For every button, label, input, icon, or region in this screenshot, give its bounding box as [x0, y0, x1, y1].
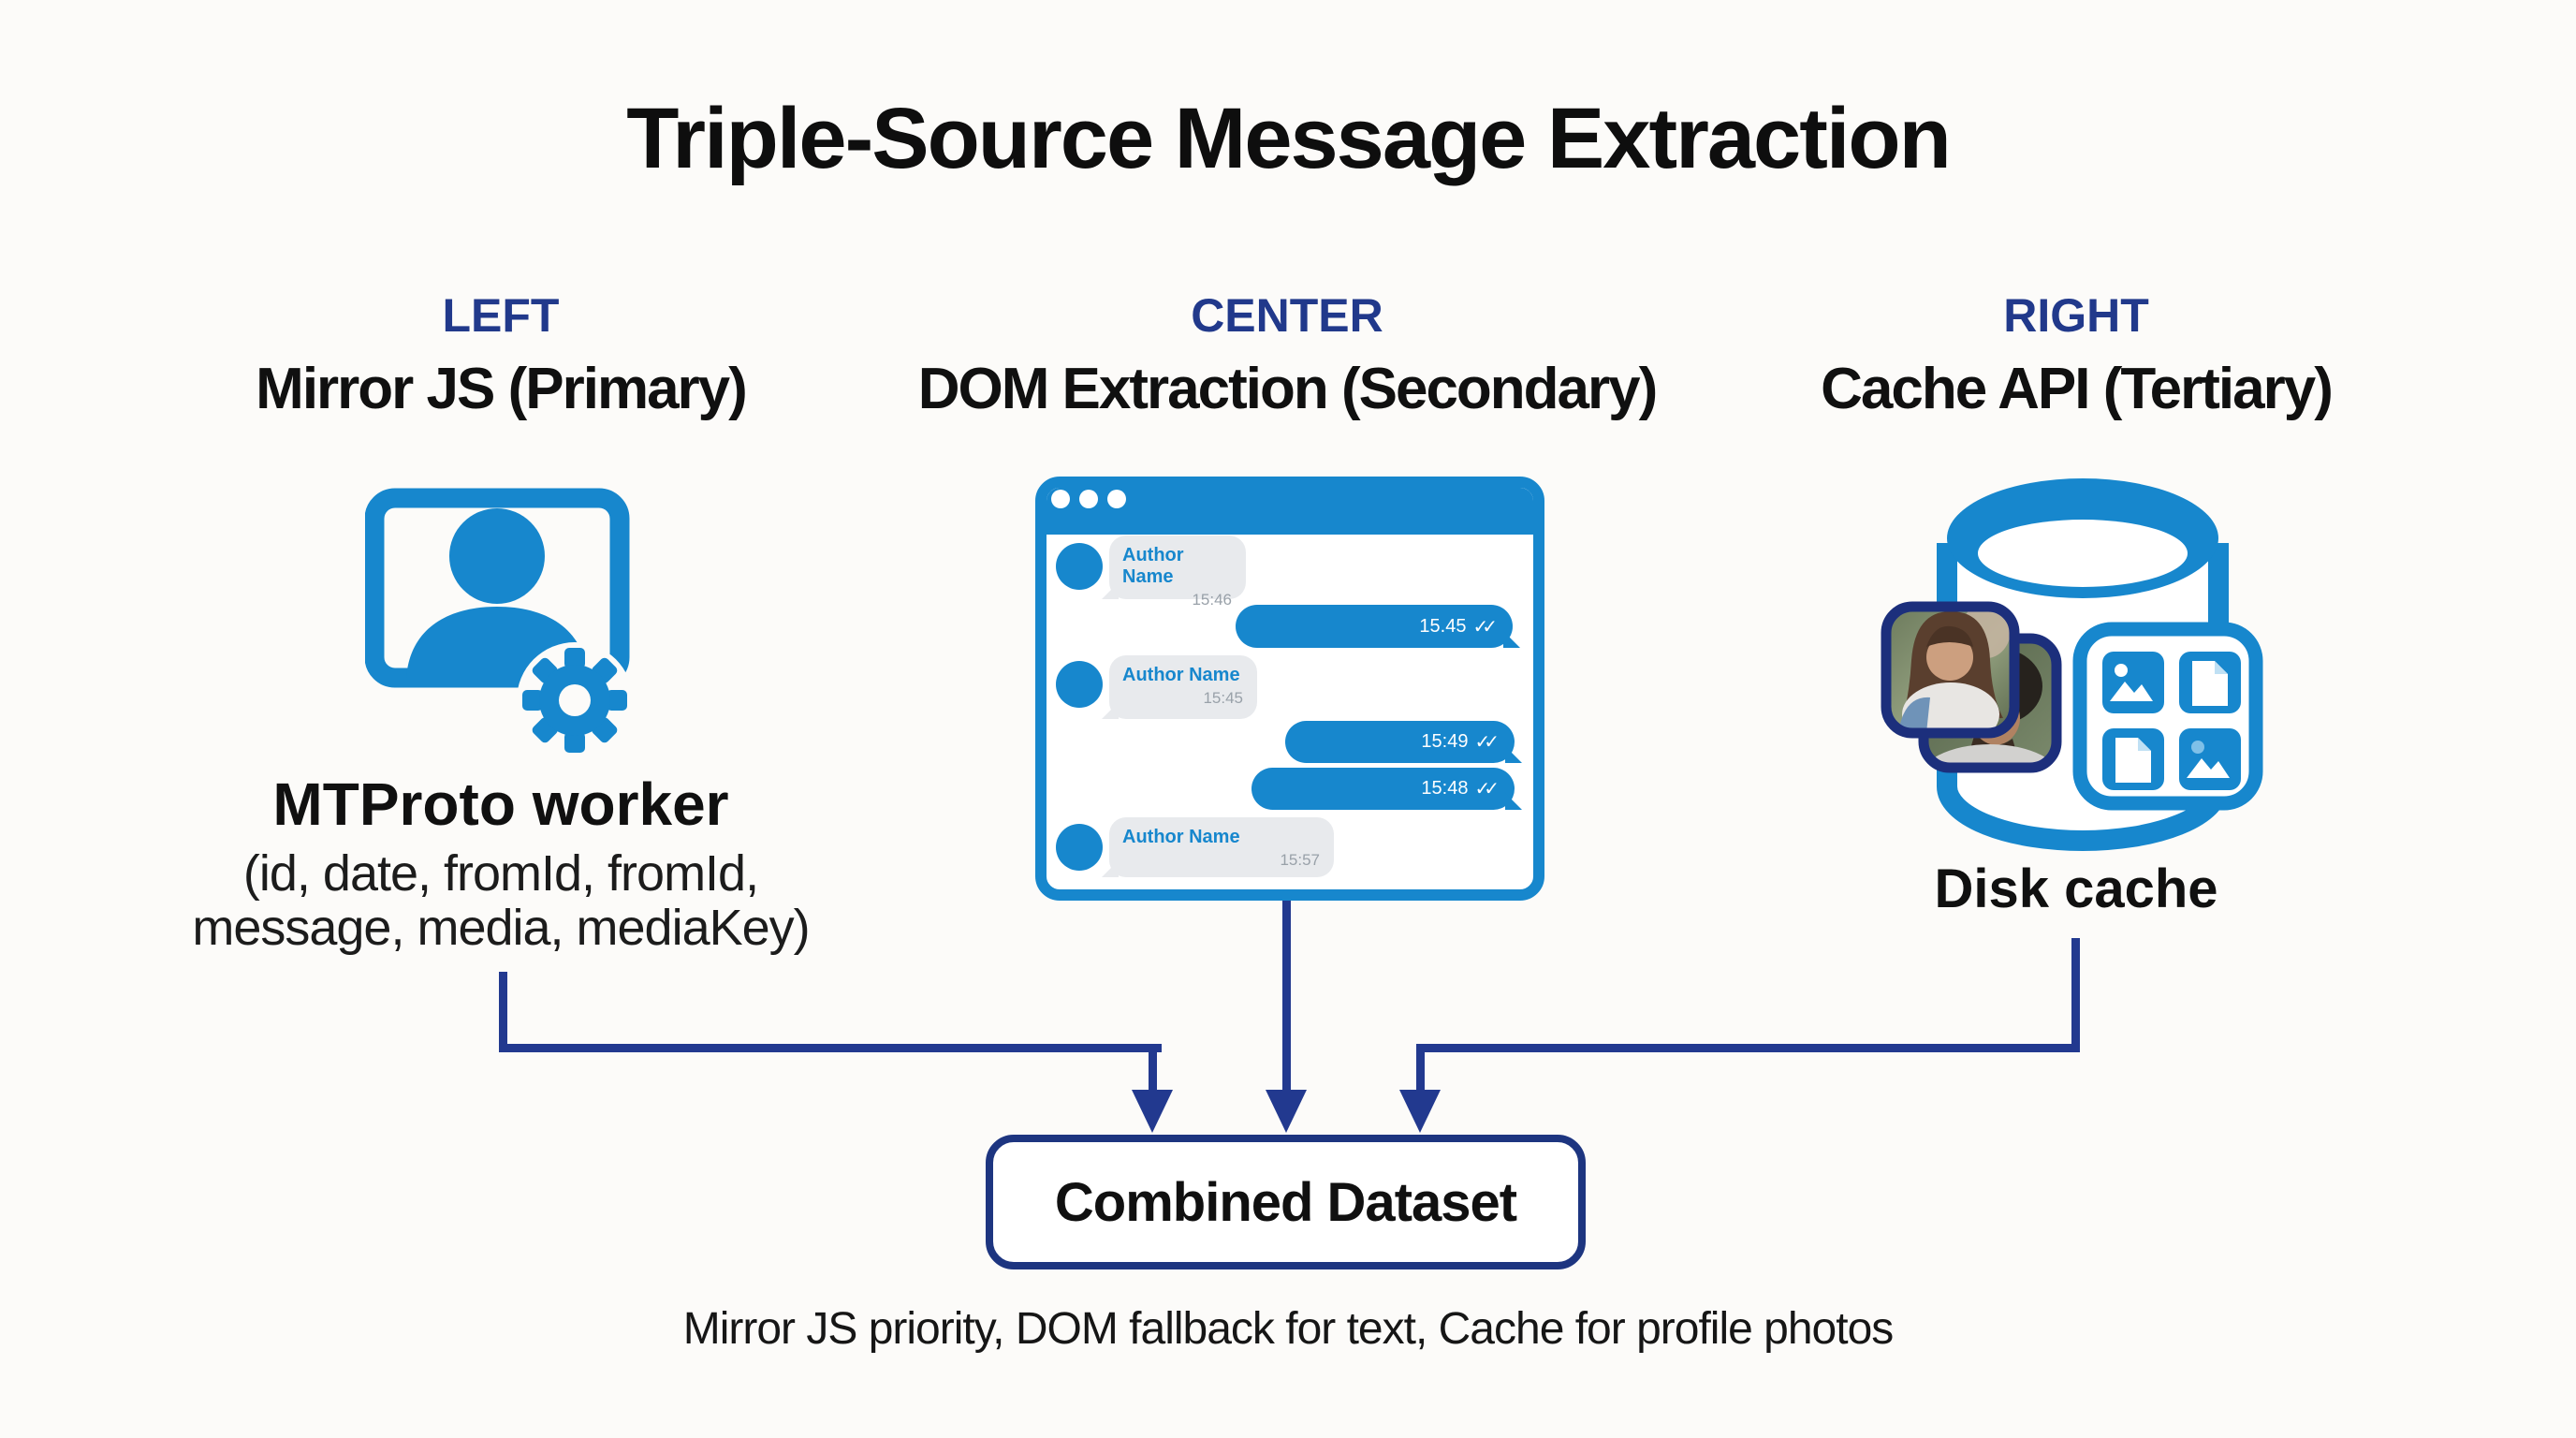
left-position-label: LEFT: [442, 289, 560, 342]
avatar: [1056, 824, 1103, 871]
left-worker-label: MTProto worker: [272, 770, 729, 838]
page-title: Triple-Source Message Extraction: [626, 91, 1952, 186]
chat-window-titlebar: [1046, 488, 1533, 535]
read-ticks-icon: ✓✓: [1474, 779, 1499, 800]
right-connector-drop: [1416, 1044, 1425, 1093]
right-position-label: RIGHT: [2003, 289, 2149, 342]
center-position-label: CENTER: [1191, 289, 1383, 342]
bottom-caption: Mirror JS priority, DOM fallback for tex…: [682, 1304, 1895, 1354]
combined-dataset-label: Combined Dataset: [1054, 1171, 1517, 1233]
message-author: Author Name: [1122, 827, 1240, 847]
window-dot-icon: [1079, 490, 1098, 508]
right-connector-horizontal: [1416, 1044, 2080, 1052]
incoming-message: Author Name 15:46: [1102, 536, 1246, 609]
window-dot-icon: [1051, 490, 1070, 508]
left-connector-horizontal: [499, 1044, 1162, 1052]
database-photo-cache-icon: [1881, 478, 2263, 851]
outgoing-message: 15:49✓✓: [1285, 721, 1522, 763]
center-source-name: DOM Extraction (Secondary): [917, 357, 1659, 421]
window-dot-icon: [1107, 490, 1126, 508]
message-author: Author Name: [1122, 665, 1240, 685]
right-cache-label: Disk cache: [1934, 858, 2218, 919]
right-connector-vertical: [2071, 938, 2080, 1052]
read-ticks-icon: ✓✓: [1472, 616, 1497, 638]
left-fields-line2: message, media, mediaKey): [192, 900, 810, 956]
incoming-message: Author Name 15:45: [1102, 655, 1257, 719]
media-grid-icon: [2072, 622, 2263, 811]
right-source-name: Cache API (Tertiary): [1821, 357, 2334, 421]
center-connector-vertical: [1282, 901, 1291, 1093]
arrow-down-icon: [1132, 1090, 1173, 1133]
combined-dataset-box: Combined Dataset: [986, 1135, 1586, 1269]
avatar: [1056, 543, 1103, 590]
message-time: 15.45: [1419, 615, 1467, 637]
message-time: 15:46: [1192, 591, 1232, 609]
message-author: Author Name: [1122, 545, 1184, 587]
arrow-down-icon: [1399, 1090, 1441, 1133]
message-time: 15:45: [1203, 689, 1243, 707]
profile-photo-woman: [1881, 601, 2020, 739]
outgoing-message: 15:48✓✓: [1251, 768, 1522, 810]
left-fields-line1: (id, date, fromId, fromId,: [242, 845, 759, 902]
avatar: [1056, 661, 1103, 708]
outgoing-message: 15.45✓✓: [1236, 605, 1520, 648]
message-time: 15:57: [1280, 851, 1320, 869]
left-source-name: Mirror JS (Primary): [256, 357, 748, 421]
user-card-gear-icon: [365, 488, 633, 758]
left-connector-drop: [1149, 1044, 1157, 1093]
gear-icon: [517, 642, 633, 758]
message-time: 15:48: [1421, 778, 1469, 799]
left-connector-vertical: [499, 972, 507, 1052]
chat-window-icon: Author Name 15:46 15.45✓✓ Author Name 15…: [1035, 477, 1544, 901]
read-ticks-icon: ✓✓: [1474, 732, 1499, 753]
message-time: 15:49: [1421, 731, 1469, 752]
arrow-down-icon: [1266, 1090, 1307, 1133]
incoming-message: Author Name 15:57: [1102, 817, 1334, 877]
